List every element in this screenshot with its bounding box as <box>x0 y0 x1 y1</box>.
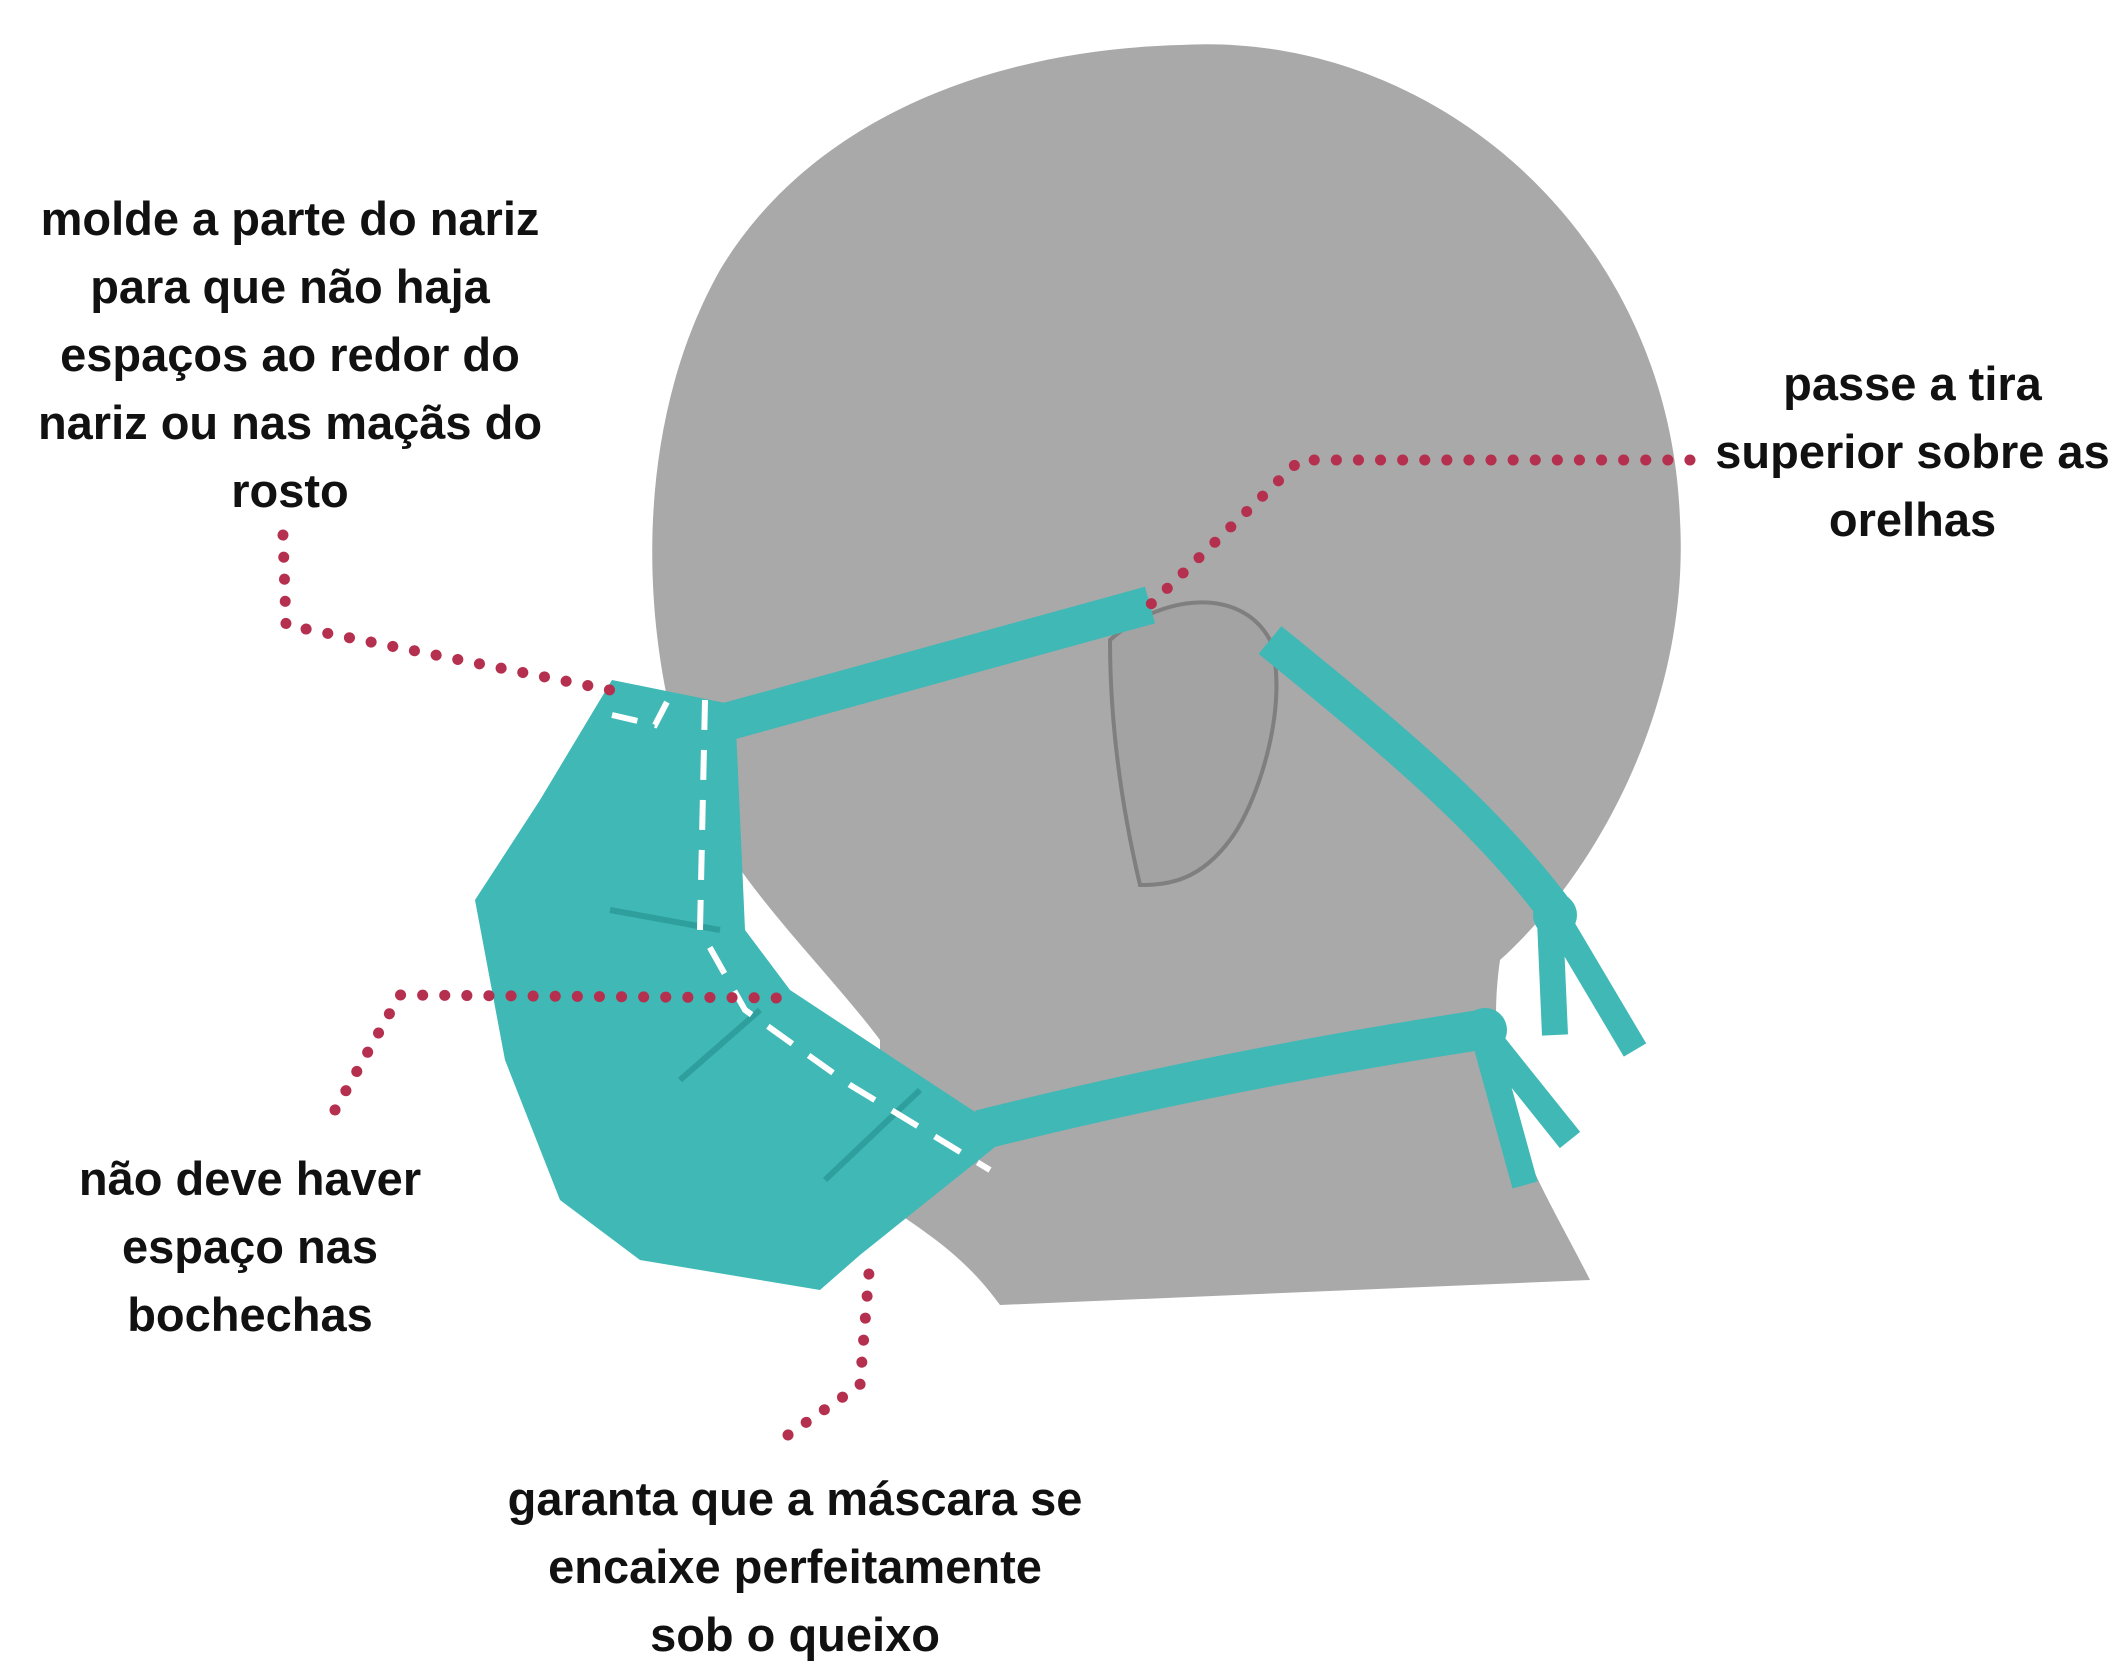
callout-nose-line-5: rosto <box>231 464 349 517</box>
callout-cheeks: não deve haver espaço nas bochechas <box>40 1145 460 1349</box>
callout-nose-line-2: para que não haja <box>90 260 490 313</box>
leader-chin <box>782 1254 876 1441</box>
callout-straps-line-2: superior sobre as <box>1715 425 2110 478</box>
mask-straps <box>709 586 1647 1189</box>
face-mask-icon <box>475 680 1010 1290</box>
leader-lines <box>277 454 1696 1441</box>
strap-knot-upper <box>1533 893 1577 937</box>
head-profile-icon <box>652 44 1681 1306</box>
callout-straps-line-3: orelhas <box>1828 493 1997 546</box>
callout-nose-line-3: espaços ao redor do <box>60 328 520 381</box>
pleat-line-2 <box>678 1007 762 1083</box>
strap-knot-lower <box>1463 1008 1507 1052</box>
leader-straps <box>1144 454 1696 611</box>
callout-straps-line-1: passe a tira <box>1783 357 2042 410</box>
callout-straps: passe a tira superior sobre as orelhas <box>1700 350 2125 554</box>
callout-cheeks-line-3: bochechas <box>127 1288 373 1341</box>
callout-cheeks-line-1: não deve haver <box>78 1152 422 1205</box>
callout-cheeks-line-2: espaço nas <box>121 1220 379 1273</box>
mask-body <box>475 680 1010 1290</box>
callout-nose-line-1: molde a parte do nariz <box>40 192 540 245</box>
leader-nose <box>277 529 616 696</box>
callout-chin-line-1: garanta que a máscara se <box>507 1472 1083 1525</box>
stitch-line-main <box>696 699 992 1173</box>
tie-end-1 <box>1543 908 1647 1057</box>
stitch-line-nose <box>611 698 671 729</box>
callout-chin-line-3: sob o queixo <box>650 1608 940 1661</box>
pleat-line-3 <box>822 1087 923 1183</box>
callout-chin: garanta que a máscara se encaixe perfeit… <box>455 1465 1135 1669</box>
callout-chin-line-2: encaixe perfeitamente <box>548 1540 1042 1593</box>
callout-nose-fit: molde a parte do nariz para que não haja… <box>0 185 580 525</box>
leader-cheeks <box>329 989 786 1116</box>
tie-end-4 <box>1472 1036 1538 1189</box>
upper-strap <box>709 586 1156 744</box>
tie-end-3 <box>1479 1031 1581 1149</box>
tie-end-2 <box>1537 919 1568 1036</box>
upper-strap-back <box>1258 626 1570 921</box>
callout-nose-line-4: nariz ou nas maçãs do <box>37 396 543 449</box>
lower-strap <box>975 1010 1484 1150</box>
ear-shape <box>1107 600 1279 888</box>
